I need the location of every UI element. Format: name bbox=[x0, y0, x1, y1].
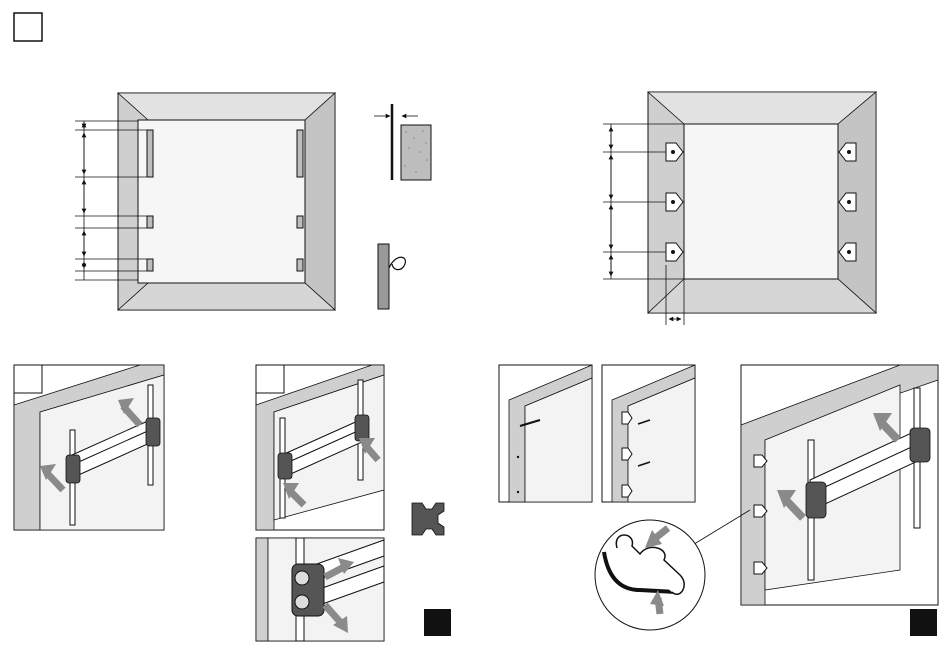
fig-bracket-layout bbox=[603, 92, 876, 325]
adhesive-strip bbox=[297, 216, 303, 228]
black-marker bbox=[424, 609, 451, 636]
step-box bbox=[14, 13, 42, 41]
step-3-screw bbox=[602, 365, 695, 502]
black-marker bbox=[910, 609, 937, 636]
adhesive-strip bbox=[297, 259, 303, 271]
step-1-snap-on-left bbox=[14, 365, 164, 530]
step-2-detail bbox=[256, 538, 384, 641]
adhesive-strip bbox=[297, 130, 303, 177]
adhesive-strip bbox=[147, 130, 153, 177]
clip-icon bbox=[412, 503, 444, 535]
fig-adhesive-detail bbox=[374, 104, 431, 309]
adhesive-strip bbox=[147, 216, 153, 228]
adhesive-strip bbox=[147, 259, 153, 271]
step-2-snap-on-right bbox=[256, 365, 444, 535]
step-3-drill bbox=[499, 365, 592, 502]
fig-strip-layout bbox=[75, 93, 335, 310]
